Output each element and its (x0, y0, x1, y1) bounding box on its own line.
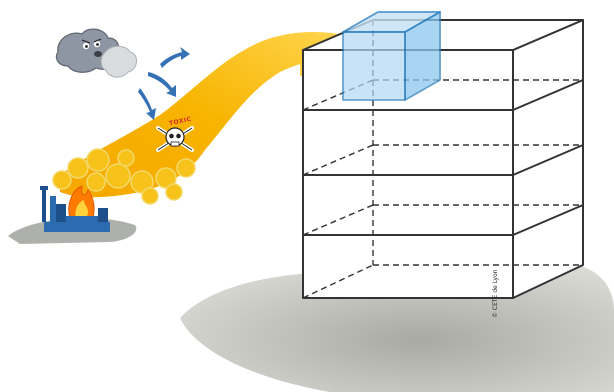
skull-crossbones-icon (156, 126, 194, 152)
wind-arrow-icon (138, 47, 190, 120)
factory-fire-icon (40, 185, 110, 232)
credit-label: © CETE de Lyon (492, 269, 499, 318)
storm-cloud-icon (55, 28, 137, 78)
containment-box (342, 11, 441, 101)
